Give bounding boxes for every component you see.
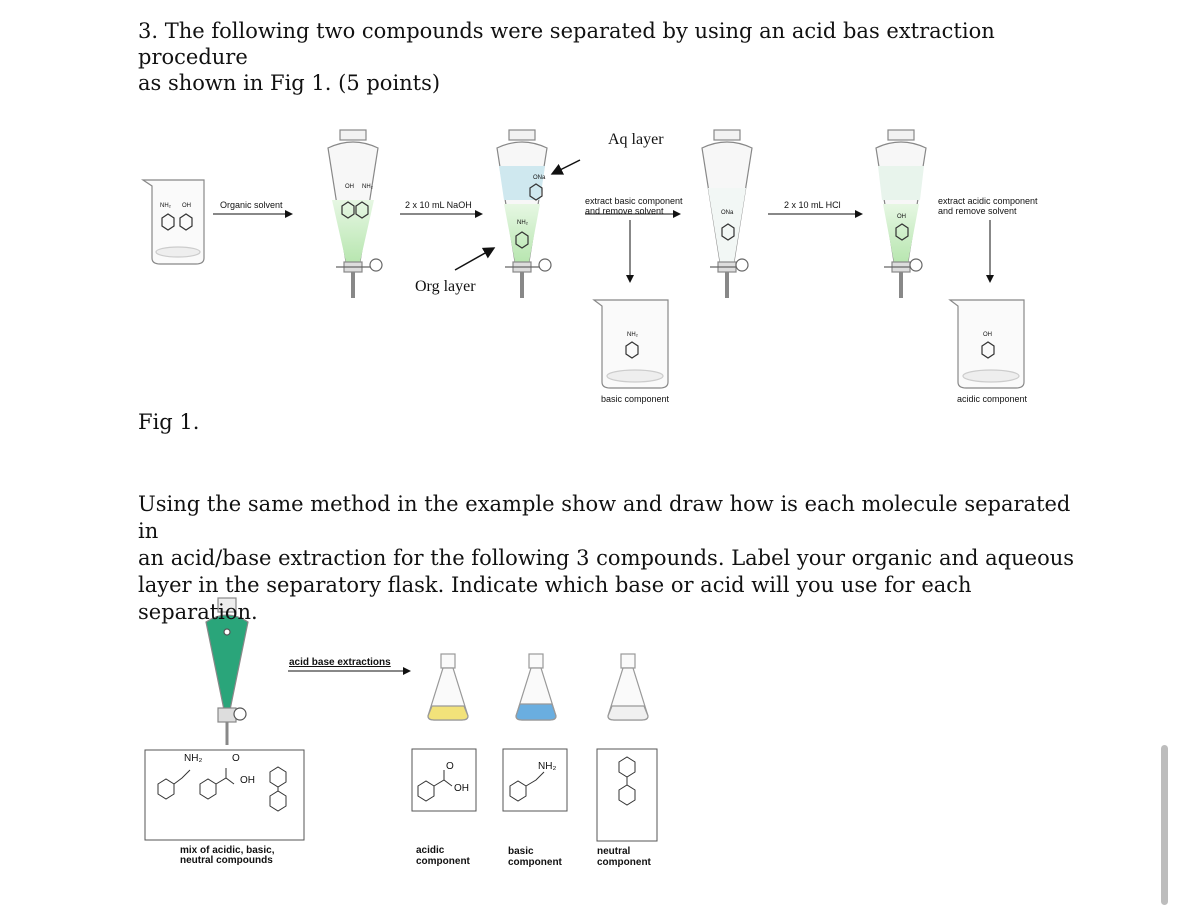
mix-label-line1: mix of acidic, basic, [180,845,275,856]
box-structures [417,756,636,806]
mix-structures [157,766,287,812]
naoh-label: 2 x 10 mL NaOH [405,200,472,210]
separatory-funnel-1 [327,129,383,298]
extract-acidic-line1: extract acidic component [938,196,1038,206]
funnel1-oh: OH [345,184,354,190]
separatory-funnel-2 [496,129,552,298]
acidic-box [411,748,477,812]
clear-flask [607,653,649,721]
green-separatory-funnel [205,597,249,745]
starting-beaker [141,179,205,265]
instructions-line-3: layer in the separatory flask. Indicate … [138,573,972,624]
blue-flask [515,653,557,721]
funnel2-nh2: NH₂ [517,220,528,226]
mix-o: O [232,753,240,764]
vertical-scrollbar[interactable] [1161,745,1168,905]
acidic-o: O [446,761,454,772]
neutral-label-line2: component [597,857,651,868]
funnel2-ona: ONa [533,175,546,181]
yellow-flask [427,653,469,721]
extract-basic-line1: extract basic component [585,196,683,206]
funnel3-ona: ONa [721,210,734,216]
basic-box [502,748,568,812]
fig1-caption: Fig 1. [138,410,200,434]
beaker-label-oh: OH [182,203,191,209]
beaker-label-nh2: NH₂ [160,203,171,209]
acidic-beaker-oh: OH [983,332,992,338]
mix-label-line2: neutral compounds [180,855,273,866]
basic-component-label: basic component [601,394,670,404]
acidic-oh: OH [454,783,469,794]
acid-base-extractions-label: acid base extractions [289,657,391,668]
basic-label-line2: component [508,857,562,868]
extract-acidic-line2: and remove solvent [938,206,1017,216]
separatory-funnel-4 [875,129,927,298]
acidic-component-label: acidic component [957,394,1028,404]
basic-nh2: NH₂ [538,761,557,772]
question-text: 3. The following two compounds were sepa… [138,18,1078,96]
neutral-box [596,748,658,842]
organic-solvent-label: Organic solvent [220,200,283,210]
instructions-line-1: Using the same method in the example sho… [138,492,1071,543]
acidic-label-line2: component [416,856,470,867]
question-line-1: 3. The following two compounds were sepa… [138,19,995,69]
instructions-text: Using the same method in the example sho… [138,491,1078,626]
funnel1-nh2: NH₂ [362,184,373,190]
question-line-2: as shown in Fig 1. (5 points) [138,71,441,95]
basic-label-line1: basic [508,846,534,857]
separatory-funnel-3 [701,129,753,298]
instructions-line-2: an acid/base extraction for the followin… [138,546,1075,570]
extract-basic-line2: and remove solvent [585,206,664,216]
basic-beaker-nh2: NH₂ [627,332,638,338]
funnel4-oh: OH [897,214,906,220]
mix-oh: OH [240,775,255,786]
aq-layer-label: Aq layer [608,131,664,148]
org-layer-label: Org layer [415,278,476,295]
mix-box [144,749,305,841]
basic-component-beaker [592,299,669,389]
acidic-label-line1: acidic [416,845,445,856]
acidic-component-beaker [948,299,1025,389]
neutral-label-line1: neutral [597,846,631,857]
hcl-label: 2 x 10 mL HCl [784,200,841,210]
mix-nh2: NH₂ [184,753,203,764]
